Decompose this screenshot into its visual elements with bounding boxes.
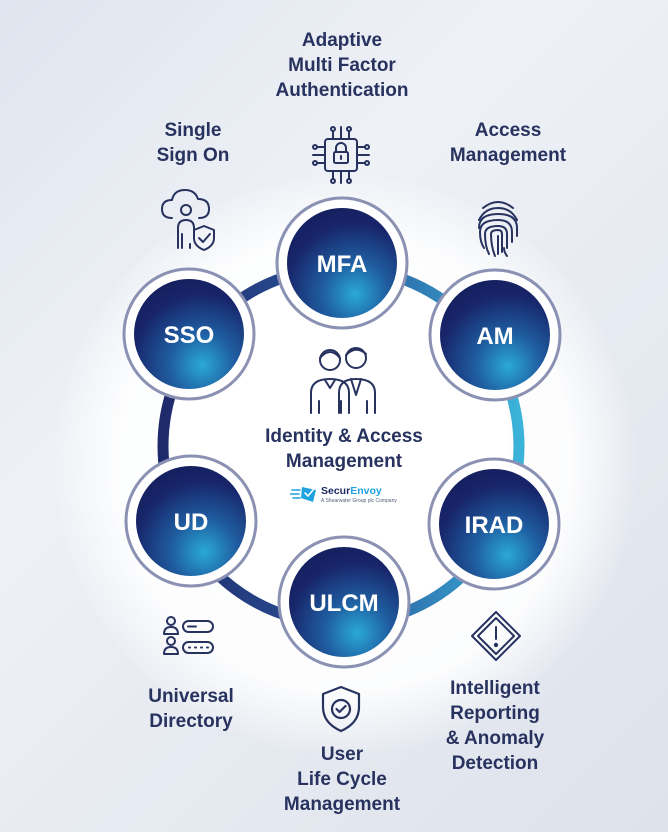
- brand-tagline: A Shearwater Group plc Company: [321, 498, 397, 504]
- caption-ud: Universal Directory: [148, 686, 234, 732]
- node-irad[interactable]: IRAD: [427, 457, 561, 591]
- node-irad-label: IRAD: [465, 512, 524, 539]
- brand-mark-icon: [290, 487, 316, 502]
- cloud-user-shield-icon: [161, 189, 215, 251]
- shield-check-icon: [321, 685, 361, 733]
- caption-mfa: Adaptive Multi Factor Authentication: [275, 30, 409, 101]
- securenvoy-logo: SecurEnvoy A Shearwater Group plc Compan…: [290, 483, 400, 509]
- caption-ulcm: User Life Cycle Management: [283, 744, 401, 815]
- node-am[interactable]: AM: [428, 268, 562, 402]
- warning-diamond-icon: [471, 611, 521, 661]
- node-sso[interactable]: SSO: [122, 267, 256, 401]
- user-directory-icon: [163, 616, 214, 655]
- caption-am: Access Management: [449, 120, 567, 166]
- node-mfa-label: MFA: [317, 251, 368, 278]
- node-ud-label: UD: [174, 509, 209, 536]
- caption-sso: Single Sign On: [156, 120, 230, 166]
- node-am-label: AM: [476, 323, 513, 350]
- center-title: Identity & Access Management: [265, 426, 423, 472]
- node-mfa[interactable]: MFA: [275, 196, 409, 330]
- node-ulcm[interactable]: ULCM: [277, 535, 411, 669]
- node-sso-label: SSO: [164, 322, 215, 349]
- caption-irad: Intelligent Reporting & Anomaly Detectio…: [445, 678, 545, 774]
- brand-name: SecurEnvoy: [321, 485, 382, 497]
- two-users-icon: [310, 347, 376, 414]
- node-ulcm-label: ULCM: [309, 590, 378, 617]
- circuit-lock-icon: [312, 126, 370, 184]
- fingerprint-icon: [478, 201, 518, 257]
- node-ud[interactable]: UD: [124, 454, 258, 588]
